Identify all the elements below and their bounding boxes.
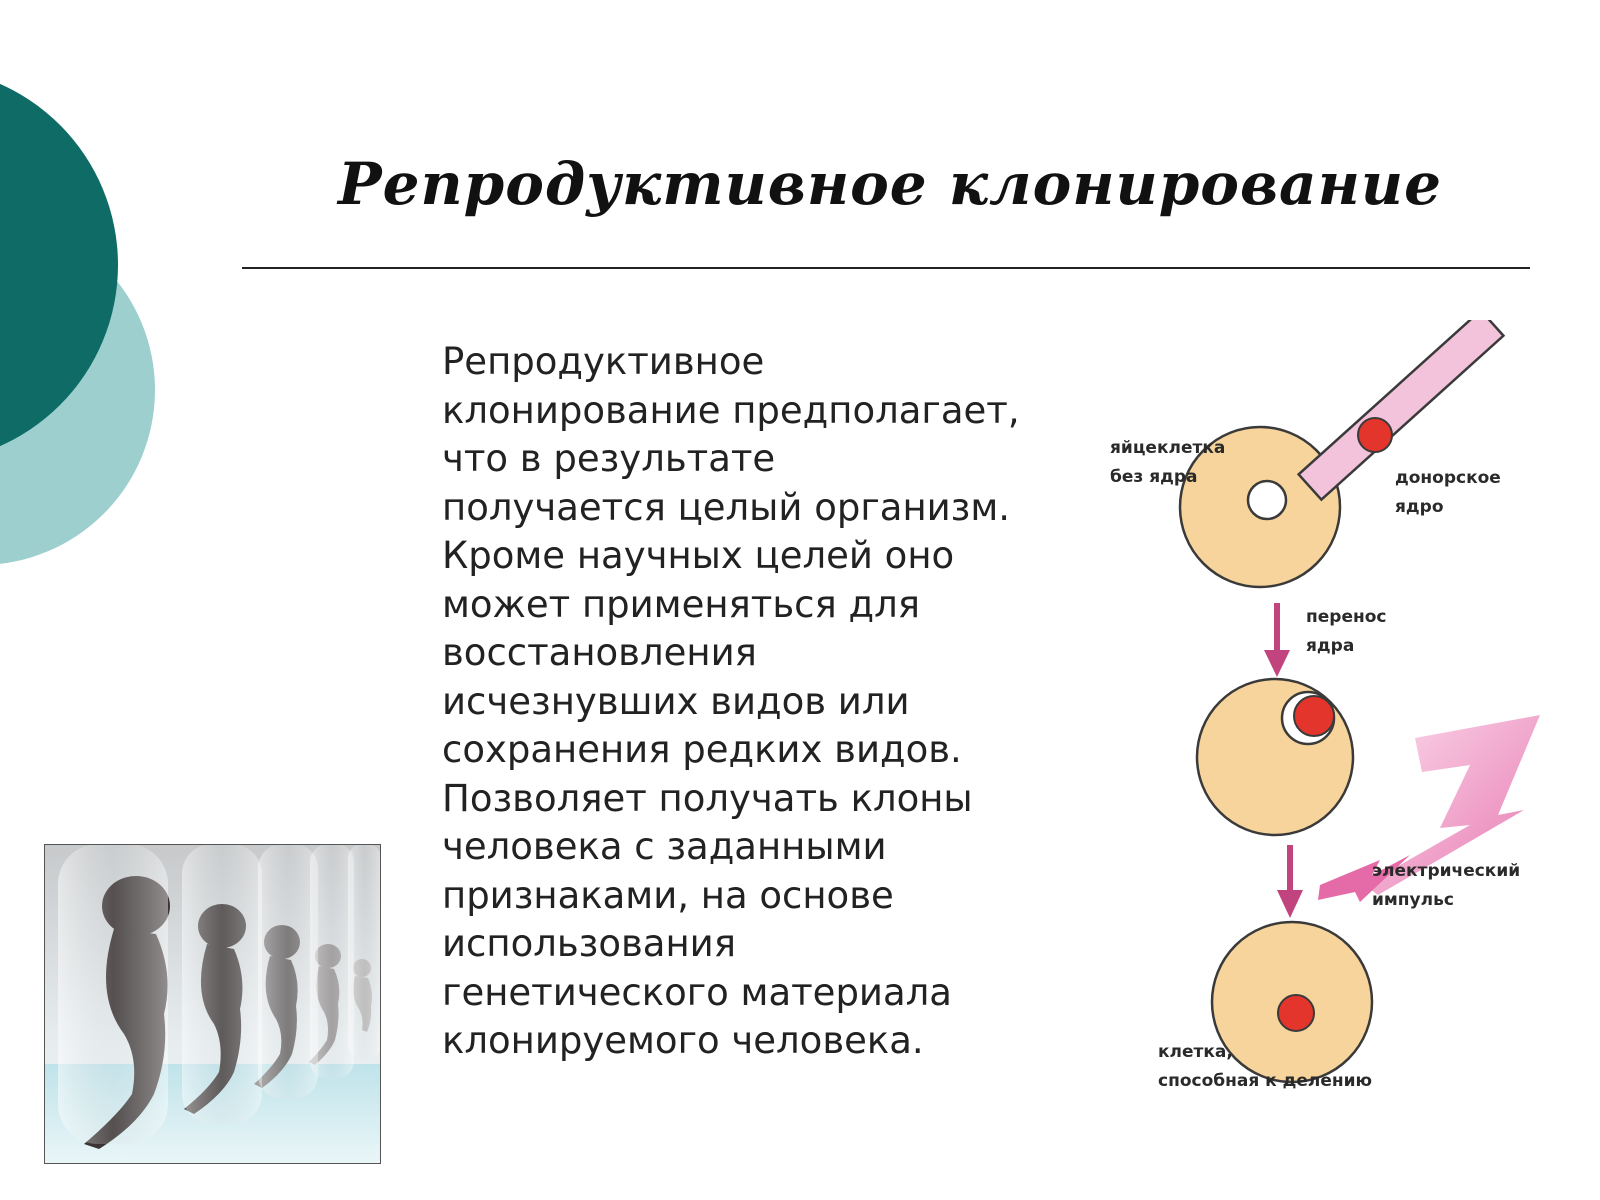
donor-nucleus [1357, 417, 1393, 453]
cell-nucleus [1277, 994, 1315, 1032]
label-cell-line2: способная к делению [1158, 1071, 1372, 1091]
body-line: сохранения редких видов. [442, 728, 962, 771]
label-transfer-line2: ядра [1306, 636, 1354, 656]
label-egg-line1: яйцеклетка [1110, 438, 1225, 458]
lightning-bolt-icon [1318, 715, 1540, 902]
pipette-icon [1296, 320, 1506, 502]
label-egg-line2: без ядра [1110, 467, 1197, 487]
label-donor-line2: ядро [1395, 497, 1444, 517]
transferred-nucleus [1293, 695, 1335, 737]
body-line: восстановления [442, 631, 757, 674]
decorative-circles [0, 83, 155, 564]
empty-nucleus-space [1246, 479, 1288, 521]
body-line: что в результате [442, 437, 776, 480]
label-donor-line1: донорское [1395, 468, 1501, 488]
title-divider [242, 267, 1530, 269]
slide-title: Репродуктивное клонирование [338, 150, 1442, 218]
body-line: Позволяет получать клоны [442, 776, 973, 820]
body-line: признаками, на основе [442, 873, 894, 917]
cloning-diagram: яйцеклетка без ядра донорское ядро перен… [1110, 320, 1540, 1091]
body-line: использования [442, 922, 736, 965]
body-line: клонируемого человека. [442, 1019, 924, 1062]
body-line: генетического материала [442, 970, 952, 1014]
label-impulse-line2: импульс [1372, 890, 1454, 910]
down-arrow-icon [1264, 603, 1290, 677]
body-text: Репродуктивное клонирование предполагает… [442, 338, 1082, 1066]
label-impulse-line1: электрический [1372, 861, 1520, 881]
body-line: получается целый организм. [442, 485, 1011, 529]
body-line: человека с заданными [442, 825, 887, 868]
body-line: исчезнувших видов или [442, 679, 910, 723]
down-arrow-icon [1277, 845, 1303, 918]
embryos-in-test-tubes-photo [44, 844, 381, 1164]
label-cell-line1: клетка, [1158, 1042, 1233, 1062]
dark-teal-circle [0, 83, 118, 447]
body-line: может применяться для [442, 582, 921, 626]
body-line: клонирование предполагает, [442, 388, 1020, 432]
label-transfer-line1: перенос [1306, 607, 1386, 627]
body-line: Кроме научных целей оно [442, 534, 955, 577]
body-line: Репродуктивное [442, 340, 765, 383]
